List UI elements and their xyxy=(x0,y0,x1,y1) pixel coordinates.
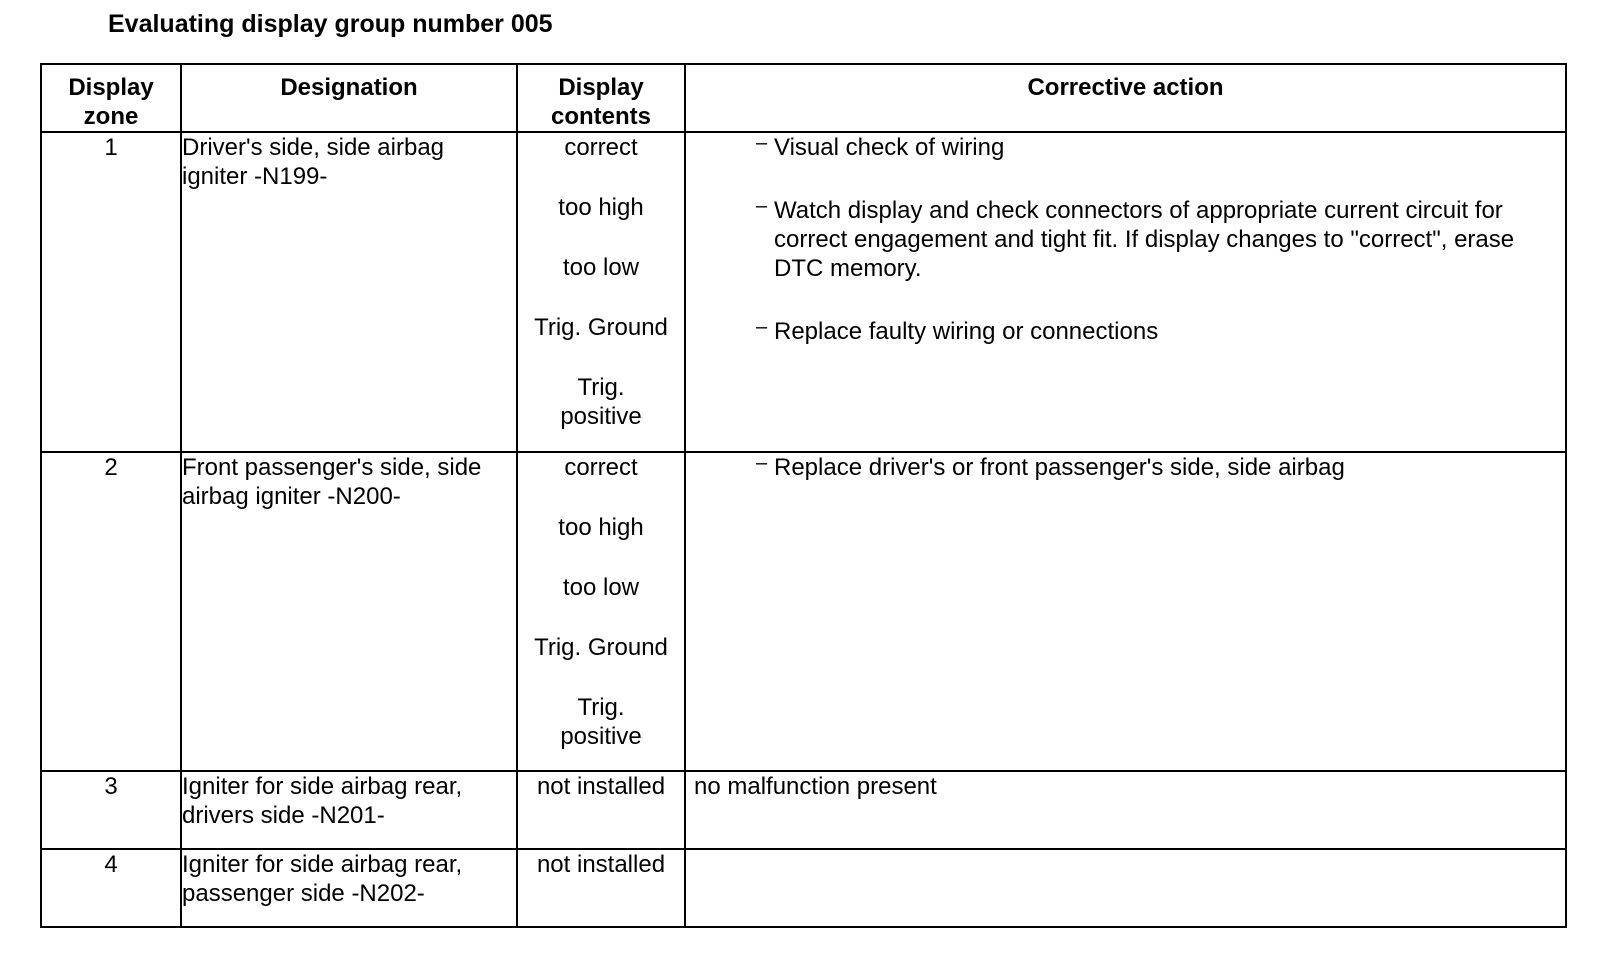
content-value: Trig. Ground xyxy=(534,634,668,661)
header-contents-line2: contents xyxy=(550,103,651,130)
designation-cell: Igniter for side airbag rear, passenger … xyxy=(180,848,518,928)
contents-cell: not installed xyxy=(516,770,686,850)
contents-cell: correct too high too low Trig. Ground Tr… xyxy=(516,451,686,772)
dash-bullet: – xyxy=(756,195,768,217)
action-text: Visual check of wiring xyxy=(774,134,1005,161)
table-header: Display zone Designation Display content… xyxy=(40,63,1567,133)
table-row: 2 Front passenger's side, side airbag ig… xyxy=(40,451,1567,772)
action-text: Replace driver's or front passenger's si… xyxy=(774,454,1345,481)
table-row: 1 Driver's side, side airbag igniter -N1… xyxy=(40,131,1567,453)
action-cell: – Visual check of wiring – Watch display… xyxy=(684,131,1567,453)
zone-cell: 2 xyxy=(40,451,182,772)
header-designation: Designation xyxy=(180,63,518,133)
content-value: too low xyxy=(562,254,640,281)
content-value: Trig. positive xyxy=(560,374,642,430)
action-text: Watch display and check connectors of ap… xyxy=(774,197,1515,282)
zone-cell: 1 xyxy=(40,131,182,453)
header-corrective-action: Corrective action xyxy=(684,63,1567,133)
table-row: 4 Igniter for side airbag rear, passenge… xyxy=(40,848,1567,928)
page-title: Evaluating display group number 005 xyxy=(108,10,553,38)
header-display-contents: Display contents xyxy=(516,63,686,133)
table-row: 3 Igniter for side airbag rear, drivers … xyxy=(40,770,1567,850)
designation-cell: Front passenger's side, side airbag igni… xyxy=(180,451,518,772)
designation-cell: Igniter for side airbag rear, drivers si… xyxy=(180,770,518,850)
content-value: not installed xyxy=(536,851,666,878)
dash-bullet: – xyxy=(756,452,768,474)
content-value: Trig. Ground xyxy=(534,314,668,341)
zone-cell: 3 xyxy=(40,770,182,850)
content-value: correct xyxy=(564,454,638,481)
action-cell: no malfunction present xyxy=(684,770,1567,850)
action-item: – Visual check of wiring xyxy=(686,132,1565,162)
contents-cell: not installed xyxy=(516,848,686,928)
content-value: too low xyxy=(562,574,640,601)
action-item: – Replace faulty wiring or connections xyxy=(686,316,1565,346)
action-cell xyxy=(684,848,1567,928)
content-value: Trig. positive xyxy=(560,694,642,750)
contents-cell: correct too high too low Trig. Ground Tr… xyxy=(516,131,686,453)
dash-bullet: – xyxy=(756,316,768,338)
display-group-table: Display zone Designation Display content… xyxy=(40,63,1567,928)
action-text: Replace faulty wiring or connections xyxy=(774,318,1159,345)
header-zone-line2: zone xyxy=(83,103,139,130)
content-value: too high xyxy=(558,514,644,541)
header-row: Display zone Designation Display content… xyxy=(40,63,1567,133)
content-value: correct xyxy=(564,134,638,161)
header-contents-line1: Display xyxy=(558,74,644,101)
table-body: 1 Driver's side, side airbag igniter -N1… xyxy=(40,131,1567,928)
header-zone-line1: Display xyxy=(68,74,154,101)
action-item: – Watch display and check connectors of … xyxy=(686,195,1565,283)
dash-bullet: – xyxy=(756,132,768,154)
action-item: – Replace driver's or front passenger's … xyxy=(686,452,1565,482)
content-value: too high xyxy=(558,194,644,221)
zone-cell: 4 xyxy=(40,848,182,928)
header-display-zone: Display zone xyxy=(40,63,182,133)
content-value: not installed xyxy=(536,773,666,800)
action-cell: – Replace driver's or front passenger's … xyxy=(684,451,1567,772)
designation-cell: Driver's side, side airbag igniter -N199… xyxy=(180,131,518,453)
